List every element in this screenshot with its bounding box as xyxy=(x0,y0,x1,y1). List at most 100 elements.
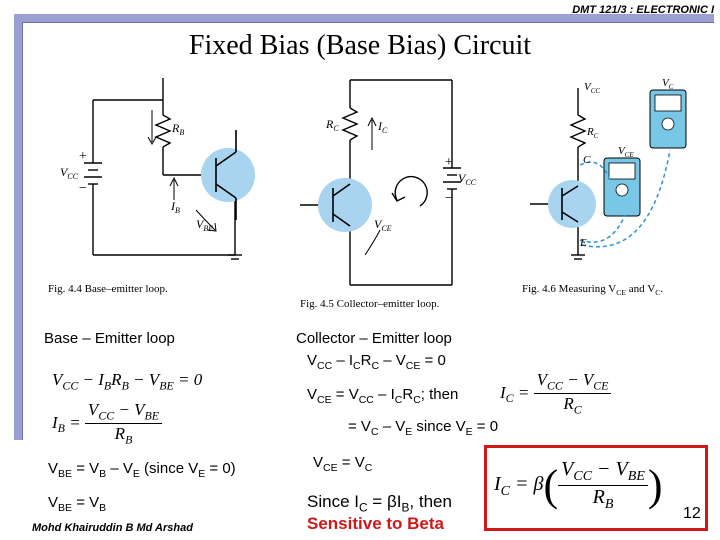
caption-fig46-tail: and V xyxy=(626,283,656,295)
eqic-den-sub: C xyxy=(573,402,582,417)
svg-text:VBE: VBE xyxy=(196,217,213,233)
label-vcc-46-sub: CC xyxy=(591,87,601,95)
r2-b: = V xyxy=(331,386,359,403)
line-vce-expression: VCE = VCC – ICRC; then xyxy=(307,386,458,406)
l3-d: (since V xyxy=(139,460,199,477)
r2-d-sub: C xyxy=(413,394,421,406)
sensitive-to-beta: Sensitive to Beta xyxy=(307,514,444,533)
plus-45: + xyxy=(444,155,453,170)
label-rc-46-sub: C xyxy=(594,132,599,140)
eqic-a: I xyxy=(500,382,506,402)
page-number: 12 xyxy=(683,505,701,522)
label-vcc-44: V xyxy=(60,165,69,179)
eq2-num-a-sub: CC xyxy=(98,408,115,423)
eq1-ib-sub: B xyxy=(103,378,112,393)
r2-a: V xyxy=(307,386,318,403)
circuit-diagrams: RB VCC + − IB VBE RC IC VCC xyxy=(60,77,687,286)
svg-text:VC: VC xyxy=(662,77,674,91)
box-a: I xyxy=(494,473,501,496)
fig46-measuring-circuit xyxy=(530,88,587,260)
label-ib: I xyxy=(170,199,176,213)
r5-c-sub: B xyxy=(401,500,410,515)
svg-text:VCE: VCE xyxy=(618,145,634,159)
author-name: Mohd Khairuddin B Md Arshad xyxy=(32,522,193,534)
eq1-minus1: − I xyxy=(78,370,104,389)
r1-c-sub: C xyxy=(371,360,380,372)
r5-d: , then xyxy=(409,492,452,511)
label-rc-46: R xyxy=(586,126,594,138)
fig45-transistor-highlight xyxy=(318,178,372,232)
l3-e: = 0) xyxy=(205,460,236,477)
eq1-vcc-sub: CC xyxy=(62,378,79,393)
l3-b-sub: B xyxy=(99,468,107,480)
r2-a-sub: CE xyxy=(317,394,332,406)
r1-c: R xyxy=(360,352,372,369)
l3-c: – V xyxy=(106,460,133,477)
l4-b: = V xyxy=(72,494,100,511)
r4-a: V xyxy=(313,454,324,471)
box-eq: = xyxy=(510,473,534,496)
svg-text:RC: RC xyxy=(325,117,339,133)
eq1-rest: = 0 xyxy=(173,370,203,389)
eq1-rb: R xyxy=(111,370,122,389)
r2-c: – I xyxy=(373,386,395,403)
minus-45: − xyxy=(444,191,453,206)
highlight-box xyxy=(484,445,708,531)
box-den: R xyxy=(592,486,605,508)
r1-b-sub: C xyxy=(353,360,361,372)
l4-a: V xyxy=(48,494,59,511)
l4-a-sub: BE xyxy=(58,502,73,514)
label-c-46: C xyxy=(583,154,591,166)
label-vce-46: V xyxy=(618,145,626,157)
r3-a: = V xyxy=(348,418,371,435)
fig45-collector-emitter-circuit xyxy=(300,79,461,286)
slide-frame-top xyxy=(14,14,714,22)
label-vce-46-sub: CE xyxy=(625,151,635,159)
label-vcc-44-sub: CC xyxy=(67,172,78,181)
eq2-ib-sub: B xyxy=(57,421,65,436)
label-rc-45-sub: C xyxy=(333,124,339,133)
caption-fig46: Fig. 4.6 Measuring VCE and VC. xyxy=(522,283,663,297)
l3-d-sub: E xyxy=(198,468,206,480)
label-rb-sub: B xyxy=(179,128,184,137)
line-kvl-collector: VCC – ICRC – VCE = 0 xyxy=(307,352,446,372)
r5-c: I xyxy=(396,492,402,511)
r1-a-sub: CC xyxy=(317,360,333,372)
label-rc-45: R xyxy=(325,117,334,131)
svg-text:RB: RB xyxy=(171,121,184,137)
r1-b: – I xyxy=(332,352,354,369)
eq1-minus2: − V xyxy=(128,370,160,389)
r2-d: R xyxy=(402,386,414,403)
caption-fig46-text: Fig. 4.6 Measuring V xyxy=(522,283,617,295)
box-num-mid: − V xyxy=(592,458,628,480)
eq2-ib: I xyxy=(52,412,58,432)
eq1-vcc: V xyxy=(52,370,63,389)
caption-fig44: Fig. 4.4 Base–emitter loop. xyxy=(48,283,168,295)
l3-a-sub: BE xyxy=(58,468,73,480)
line-vbe-equals-vb: VBE = VB xyxy=(48,494,106,514)
box-a-sub: C xyxy=(500,484,511,500)
slide-frame-line xyxy=(22,22,714,23)
l4-b-sub: B xyxy=(99,502,107,514)
svg-text:VCC: VCC xyxy=(60,165,79,181)
eqic-a-sub: C xyxy=(505,391,514,406)
line-vc-minus-ve: = VC – VE since VE = 0 xyxy=(348,418,498,438)
line-vce-equals-vc: VCE = VC xyxy=(313,454,372,474)
r4-b-sub: C xyxy=(364,462,373,474)
eqic-eq: = xyxy=(513,382,534,402)
r2-c-sub: C xyxy=(394,394,403,406)
fig44-transistor-highlight xyxy=(201,148,255,202)
svg-text:VCE: VCE xyxy=(374,217,392,233)
eq2-eq: = xyxy=(64,412,85,432)
r5-a: Since I xyxy=(307,492,359,511)
r5-a-sub: C xyxy=(358,500,368,515)
label-vbe-sub: BE xyxy=(203,224,213,233)
r2-b-sub: CC xyxy=(358,394,374,406)
svg-text:IC: IC xyxy=(377,119,388,135)
caption-fig46-end: . xyxy=(660,283,664,295)
plus-44: + xyxy=(78,149,87,164)
r3-c: since V xyxy=(412,418,466,435)
